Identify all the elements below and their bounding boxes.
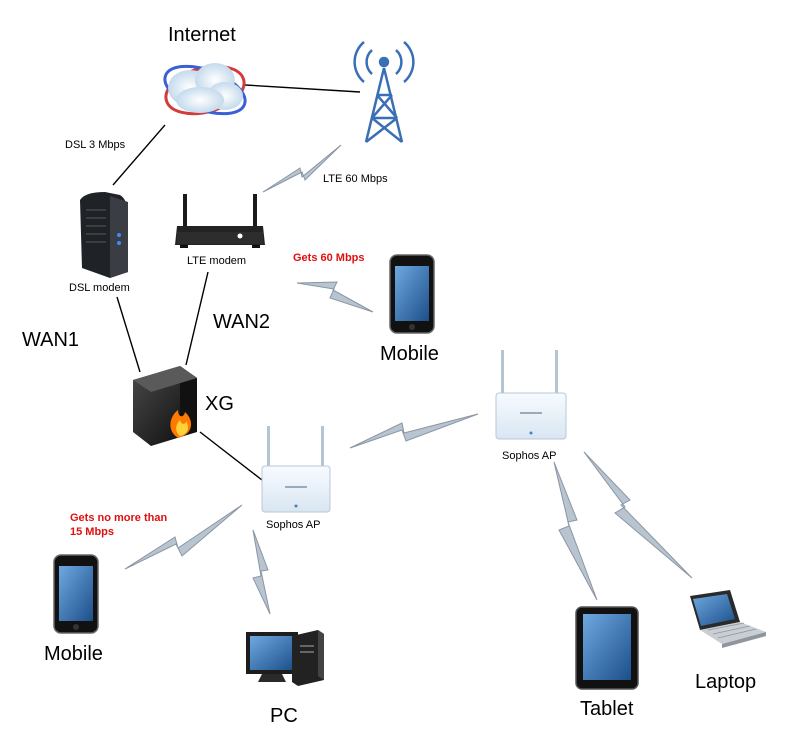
sophos-ap-icon — [495, 350, 567, 440]
laptop-label: Laptop — [695, 671, 757, 693]
sophos-ap-icon — [261, 426, 331, 513]
link-internet-tower — [244, 84, 361, 93]
wan1-label: WAN1 — [22, 329, 80, 351]
wireless-ap2-laptop — [583, 451, 693, 579]
lte-modem-icon — [175, 194, 265, 248]
internet-label: Internet — [168, 24, 236, 46]
dsl-modem-label: DSL modem — [69, 282, 130, 294]
xg-label: XG — [205, 393, 234, 415]
internet-cloud-icon — [163, 63, 247, 116]
pc-label: PC — [270, 705, 298, 727]
wireless-ap1-mobile — [124, 504, 243, 570]
tablet-label: Tablet — [580, 698, 634, 720]
mobile-top-label: Mobile — [380, 343, 439, 365]
sophos-ap-1-label: Sophos AP — [266, 519, 321, 531]
lte-link-label: LTE 60 Mbps — [323, 173, 388, 185]
tablet-icon — [575, 606, 639, 690]
gets-15-annotation-line2: 15 Mbps — [70, 526, 115, 538]
link-dsl-xg — [116, 296, 141, 373]
link-lte-xg — [185, 271, 209, 366]
dsl-modem-icon — [80, 192, 128, 278]
wireless-lte-mobile — [296, 281, 374, 313]
mobile-bottom-label: Mobile — [44, 643, 103, 665]
gets-15-annotation-line1: Gets no more than — [70, 512, 168, 524]
wireless-tower-lte — [262, 144, 342, 193]
sophos-ap-2-label: Sophos AP — [502, 450, 557, 462]
wired-links — [112, 84, 361, 481]
lte-modem-label: LTE modem — [187, 255, 247, 267]
mobile-phone-icon — [53, 554, 99, 634]
wan2-label: WAN2 — [213, 311, 271, 333]
link-internet-dsl — [112, 124, 166, 186]
wireless-links — [124, 144, 693, 615]
wireless-ap2-tablet — [553, 461, 598, 601]
laptop-icon — [690, 590, 766, 648]
wireless-ap1-ap2 — [349, 413, 479, 449]
cell-tower-icon — [353, 41, 415, 143]
gets-60-annotation: Gets 60 Mbps — [293, 252, 365, 264]
pc-icon — [246, 630, 324, 686]
mobile-phone-icon — [389, 254, 435, 334]
dsl-link-label: DSL 3 Mbps — [65, 139, 126, 151]
link-xg-ap1 — [199, 431, 263, 481]
wireless-ap1-pc — [252, 529, 271, 615]
xg-firewall-icon — [133, 366, 197, 446]
